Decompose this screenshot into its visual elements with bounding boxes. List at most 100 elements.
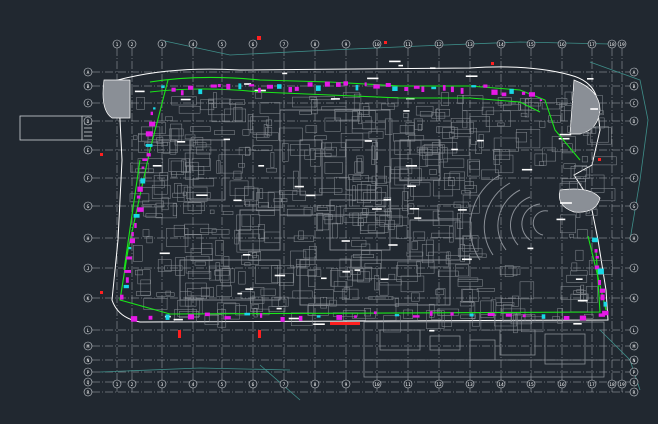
svg-text:A: A [633, 70, 636, 76]
grid-bubble-column[interactable]: 18 [607, 379, 617, 389]
grid-bubble-row[interactable]: E [629, 145, 639, 155]
grid-bubble-row[interactable]: F [83, 173, 93, 183]
grid-bubble-row[interactable]: D [83, 116, 93, 126]
svg-text:4: 4 [192, 42, 195, 48]
grid-bubble-row[interactable]: N [83, 355, 93, 365]
grid-bubble-column[interactable]: 8 [310, 39, 320, 49]
svg-text:4: 4 [192, 382, 195, 388]
grid-bubble-row[interactable]: L [629, 325, 639, 335]
grid-bubble-row[interactable]: C [83, 98, 93, 108]
grid-bubble-row[interactable]: B [83, 81, 93, 91]
grid-bubble-row[interactable]: K [83, 293, 93, 303]
svg-text:11: 11 [405, 382, 411, 388]
grid-bubble-column[interactable]: 2 [127, 379, 137, 389]
grid-bubble-column[interactable]: 17 [587, 379, 597, 389]
grid-bubble-row[interactable]: A [629, 67, 639, 77]
svg-text:2: 2 [131, 382, 134, 388]
grid-bubble-row[interactable]: J [629, 263, 639, 273]
grid-bubble-row[interactable]: L [83, 325, 93, 335]
grid-bubble-column[interactable]: 19 [617, 39, 627, 49]
grid-bubble-column[interactable]: 3 [157, 379, 167, 389]
grid-bubble-column[interactable]: 10 [372, 39, 382, 49]
svg-text:A: A [87, 70, 90, 76]
grid-bubble-row[interactable]: C [629, 98, 639, 108]
svg-text:7: 7 [283, 382, 286, 388]
grid-bubble-row[interactable]: G [83, 201, 93, 211]
grid-bubble-column[interactable]: 16 [557, 379, 567, 389]
grid-bubble-column[interactable]: 16 [557, 39, 567, 49]
grid-bubble-row[interactable]: H [83, 233, 93, 243]
grid-bubble-row[interactable]: M [83, 341, 93, 351]
svg-text:15: 15 [528, 42, 534, 48]
grid-bubble-row[interactable]: J [83, 263, 93, 273]
grid-bubble-column[interactable]: 17 [587, 39, 597, 49]
svg-text:F: F [633, 176, 636, 182]
grid-bubble-row[interactable]: Q [629, 377, 639, 387]
grid-bubble-column[interactable]: 1 [112, 39, 122, 49]
grid-bubble-column[interactable]: 14 [496, 39, 506, 49]
grid-bubble-column[interactable]: 15 [526, 39, 536, 49]
svg-text:11: 11 [405, 42, 411, 48]
svg-text:J: J [633, 266, 636, 272]
grid-bubble-column[interactable]: 2 [127, 39, 137, 49]
grid-bubble-column[interactable]: 11 [403, 379, 413, 389]
grid-bubble-column[interactable]: 13 [465, 379, 475, 389]
grid-bubble-row[interactable]: N [629, 355, 639, 365]
svg-text:3: 3 [161, 382, 164, 388]
grid-bubble-column[interactable]: 3 [157, 39, 167, 49]
grid-bubble-row[interactable]: F [629, 173, 639, 183]
grid-bubble-row[interactable]: R [629, 387, 639, 397]
grid-bubble-row[interactable]: Q [83, 377, 93, 387]
grid-bubble-row[interactable]: P [629, 367, 639, 377]
grid-bubble-row[interactable]: A [83, 67, 93, 77]
grid-bubble-row[interactable]: K [629, 293, 639, 303]
grid-bubble-column[interactable]: 6 [248, 39, 258, 49]
grid-bubble-row[interactable]: P [83, 367, 93, 377]
svg-text:13: 13 [467, 382, 473, 388]
grid-bubble-row[interactable]: H [629, 233, 639, 243]
svg-text:P: P [633, 370, 636, 376]
grid-bubble-column[interactable]: 7 [279, 39, 289, 49]
grid-bubble-column[interactable]: 4 [188, 379, 198, 389]
grid-bubble-column[interactable]: 5 [217, 39, 227, 49]
svg-text:K: K [87, 296, 90, 302]
svg-text:9: 9 [345, 382, 348, 388]
grid-bubble-column[interactable]: 1 [112, 379, 122, 389]
svg-text:Q: Q [633, 380, 636, 386]
grid-bubble-column[interactable]: 18 [607, 39, 617, 49]
grid-bubble-column[interactable]: 9 [341, 39, 351, 49]
grid-bubble-row[interactable]: G [629, 201, 639, 211]
grid-bubble-column[interactable]: 8 [310, 379, 320, 389]
grid-bubble-column[interactable]: 12 [434, 379, 444, 389]
svg-text:N: N [633, 358, 636, 364]
grid-bubble-column[interactable]: 5 [217, 379, 227, 389]
grid-bubble-column[interactable]: 4 [188, 39, 198, 49]
svg-text:E: E [87, 148, 90, 154]
svg-text:P: P [87, 370, 90, 376]
grid-bubble-column[interactable]: 13 [465, 39, 475, 49]
grid-bubble-column[interactable]: 7 [279, 379, 289, 389]
grid-bubble-row[interactable]: B [629, 81, 639, 91]
grid-bubble-column[interactable]: 12 [434, 39, 444, 49]
svg-text:M: M [87, 344, 90, 350]
svg-text:12: 12 [436, 42, 442, 48]
svg-text:17: 17 [589, 42, 595, 48]
grid-bubble-column[interactable]: 9 [341, 379, 351, 389]
grid-bubble-row[interactable]: D [629, 116, 639, 126]
lower-annex [363, 321, 605, 378]
grid-bubble-column[interactable]: 15 [526, 379, 536, 389]
svg-text:6: 6 [252, 382, 255, 388]
grid-bubble-column[interactable]: 19 [617, 379, 627, 389]
left-entrance-outline [19, 115, 92, 141]
grid-bubble-row[interactable]: E [83, 145, 93, 155]
grid-bubble-row[interactable]: R [83, 387, 93, 397]
grid-bubble-row[interactable]: M [629, 341, 639, 351]
svg-text:E: E [633, 148, 636, 154]
grid-bubble-column[interactable]: 10 [372, 379, 382, 389]
grid-bubble-column[interactable]: 6 [248, 379, 258, 389]
grid-bubble-column[interactable]: 14 [496, 379, 506, 389]
grid-bubble-column[interactable]: 11 [403, 39, 413, 49]
svg-text:R: R [87, 390, 90, 396]
